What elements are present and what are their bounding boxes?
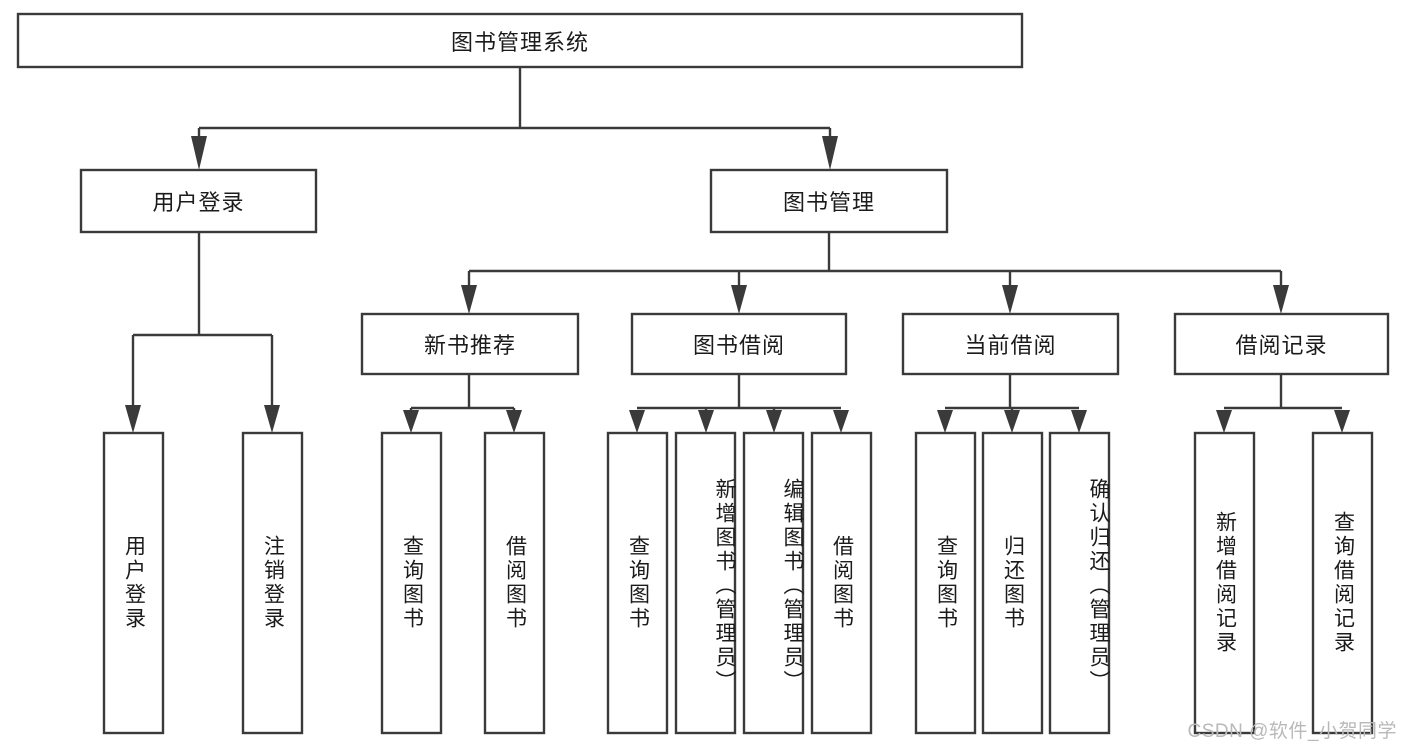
arrow-head-borrow-record-leaf-2	[1334, 410, 1350, 433]
arrow-head-borrow-record-leaf-1	[1216, 410, 1232, 433]
node-root-box[interactable]	[16, 12, 1024, 69]
watermark-text: CSDN @软件_小贺同学	[1187, 721, 1397, 742]
arrow-head-book-borrow-leaf-2	[698, 410, 714, 433]
arrow-head-book-borrow-leaf-3	[766, 410, 782, 433]
node-borrow-record-box[interactable]	[1173, 312, 1390, 376]
arrow-head-new-book-leaf-1	[403, 410, 419, 433]
arrow-head-book-borrow-leaf-1	[629, 410, 645, 433]
leaf-box-current-borrow-1[interactable]	[914, 431, 977, 735]
leaf-box-book-borrow-3[interactable]	[742, 431, 805, 735]
leaf-box-book-borrow-4[interactable]	[810, 431, 873, 735]
arrow-head-new-book-leaf-2	[506, 410, 522, 433]
node-book-borrow-box[interactable]	[630, 312, 848, 376]
node-new-book-box[interactable]	[360, 312, 580, 376]
arrow-head-current-borrow-leaf-1	[937, 410, 953, 433]
leaf-box-current-borrow-3[interactable]	[1048, 431, 1111, 735]
arrow-head-book-borrow	[731, 285, 747, 314]
arrow-head-current-borrow-leaf-2	[1004, 410, 1020, 433]
node-current-borrow-box[interactable]	[901, 312, 1120, 376]
leaf-box-borrow-record-2[interactable]	[1311, 431, 1374, 735]
leaf-box-current-borrow-2[interactable]	[981, 431, 1044, 735]
arrow-head-new-book	[461, 285, 477, 314]
node-user-login-box[interactable]	[79, 168, 318, 234]
arrow-head-user-login-leaf-1	[125, 405, 141, 433]
leaf-box-borrow-record-1[interactable]	[1193, 431, 1256, 735]
leaf-box-user-login-1[interactable]	[102, 431, 165, 735]
arrow-head-current-borrow-leaf-3	[1071, 410, 1087, 433]
leaf-box-new-book-1[interactable]	[380, 431, 443, 735]
leaf-box-new-book-2[interactable]	[483, 431, 546, 735]
arrow-head-book-borrow-leaf-4	[833, 410, 849, 433]
arrow-head-borrow-record	[1273, 285, 1289, 314]
arrow-head-user-login	[191, 136, 207, 170]
arrow-head-book-manage	[822, 136, 838, 170]
leaf-box-user-login-2[interactable]	[241, 431, 304, 735]
leaf-box-book-borrow-1[interactable]	[606, 431, 669, 735]
arrow-head-current-borrow	[1002, 285, 1018, 314]
leaf-box-book-borrow-2[interactable]	[674, 431, 737, 735]
node-book-manage-box[interactable]	[709, 168, 949, 234]
arrow-head-user-login-leaf-2	[264, 405, 280, 433]
